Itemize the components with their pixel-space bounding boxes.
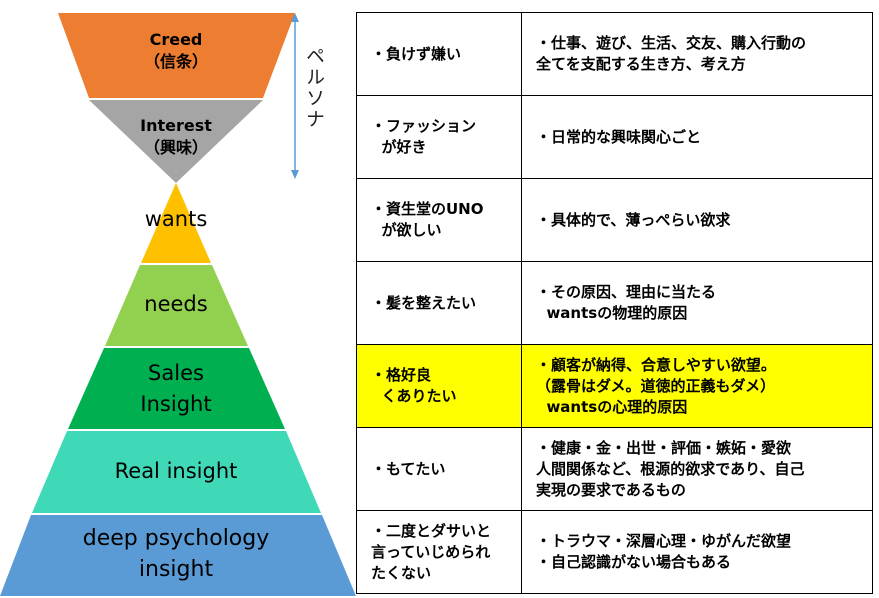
sales-label-line1: Sales [148, 361, 204, 385]
interest-section [89, 100, 263, 183]
needs-section [105, 265, 248, 346]
table-cell-right: ・具体的で、薄っぺらい欲求 [521, 178, 873, 262]
deep-psychology-label: deep psychology insight [36, 523, 316, 585]
table-cell-left: ・格好良 くありたい [356, 344, 522, 428]
persona-arrow [291, 13, 299, 179]
cell-text: ・日常的な興味関心ごと [536, 127, 702, 146]
table-cell-right: ・顧客が納得、合意しやすい欲望。 （露骨はダメ。道徳的正義もダメ） wantsの… [521, 344, 873, 428]
cell-text: ・その原因、理由に当たる wantsの物理的原因 [536, 283, 717, 322]
table-row: ・負けず嫌い ・仕事、遊び、生活、交友、購入行動の 全てを支配する生き方、考え方 [356, 12, 873, 96]
table-row: ・二度とダサいと 言っていじめられ たくない ・トラウマ・深層心理・ゆがんだ欲望… [356, 510, 873, 594]
cell-text: ・資生堂のUNO が欲しい [371, 200, 484, 239]
cell-text: ・仕事、遊び、生活、交友、購入行動の 全てを支配する生き方、考え方 [536, 34, 807, 73]
persona-label: ペルソナ [303, 46, 325, 130]
sales-insight-label: Sales Insight [96, 358, 256, 420]
table-cell-left: ・負けず嫌い [356, 12, 522, 96]
cell-text: ・健康・金・出世・評価・嫉妬・愛欲 人間関係など、根源的欲求であり、自己 実現の… [536, 438, 805, 499]
table-cell-right: ・トラウマ・深層心理・ゆがんだ欲望 ・自己認識がない場合もある [521, 510, 873, 594]
sales-label-line2: Insight [140, 392, 212, 416]
table-cell-right: ・仕事、遊び、生活、交友、購入行動の 全てを支配する生き方、考え方 [521, 12, 873, 96]
cell-text: ・格好良 くありたい [371, 366, 457, 405]
real-insight-section [32, 431, 321, 513]
table-cell-right: ・健康・金・出世・評価・嫉妬・愛欲 人間関係など、根源的欲求であり、自己 実現の… [521, 427, 873, 511]
deep-label-line2: insight [138, 557, 214, 582]
cell-text: ・負けず嫌い [371, 44, 462, 63]
table-row-highlighted: ・格好良 くありたい ・顧客が納得、合意しやすい欲望。 （露骨はダメ。道徳的正義… [356, 344, 873, 428]
needs-label: needs [144, 292, 208, 316]
creed-label: Creed （信条） [116, 29, 236, 73]
deep-psychology-section [0, 515, 356, 596]
deep-label-line1: deep psychology [82, 526, 270, 551]
creed-section [58, 13, 295, 98]
table-row: ・もてたい ・健康・金・出世・評価・嫉妬・愛欲 人間関係など、根源的欲求であり、… [356, 427, 873, 511]
cell-text: ・ファッション が好き [371, 117, 477, 156]
interest-label-ja: （興味） [143, 138, 208, 157]
interest-label: Interest （興味） [116, 115, 236, 159]
wants-label: wants [144, 207, 208, 231]
table-cell-right: ・その原因、理由に当たる wantsの物理的原因 [521, 261, 873, 345]
table-cell-left: ・資生堂のUNO が欲しい [356, 178, 522, 262]
table-cell-left: ・髪を整えたい [356, 261, 522, 345]
cell-text: ・二度とダサいと 言っていじめられ たくない [371, 521, 492, 582]
table-cell-right: ・日常的な興味関心ごと [521, 95, 873, 179]
real-insight-label: Real insight [114, 459, 238, 483]
sales-insight-section [68, 348, 285, 429]
creed-label-en: Creed [149, 30, 203, 49]
cell-text: ・トラウマ・深層心理・ゆがんだ欲望 ・自己認識がない場合もある [536, 532, 792, 571]
table-cell-left: ・二度とダサいと 言っていじめられ たくない [356, 510, 522, 594]
cell-text: ・顧客が納得、合意しやすい欲望。 （露骨はダメ。道徳的正義もダメ） wantsの… [536, 355, 776, 416]
table-row: ・髪を整えたい ・その原因、理由に当たる wantsの物理的原因 [356, 261, 873, 345]
cell-text: ・髪を整えたい [371, 293, 477, 312]
table-row: ・ファッション が好き ・日常的な興味関心ごと [356, 95, 873, 179]
table-cell-left: ・もてたい [356, 427, 522, 511]
wants-section [141, 183, 211, 263]
cell-text: ・もてたい [371, 459, 446, 478]
creed-label-ja: （信条） [143, 52, 208, 71]
cell-text: ・具体的で、薄っぺらい欲求 [536, 210, 731, 229]
table-cell-left: ・ファッション が好き [356, 95, 522, 179]
interest-label-en: Interest [140, 116, 212, 135]
table-row: ・資生堂のUNO が欲しい ・具体的で、薄っぺらい欲求 [356, 178, 873, 262]
description-table: ・負けず嫌い ・仕事、遊び、生活、交友、購入行動の 全てを支配する生き方、考え方… [356, 12, 873, 594]
